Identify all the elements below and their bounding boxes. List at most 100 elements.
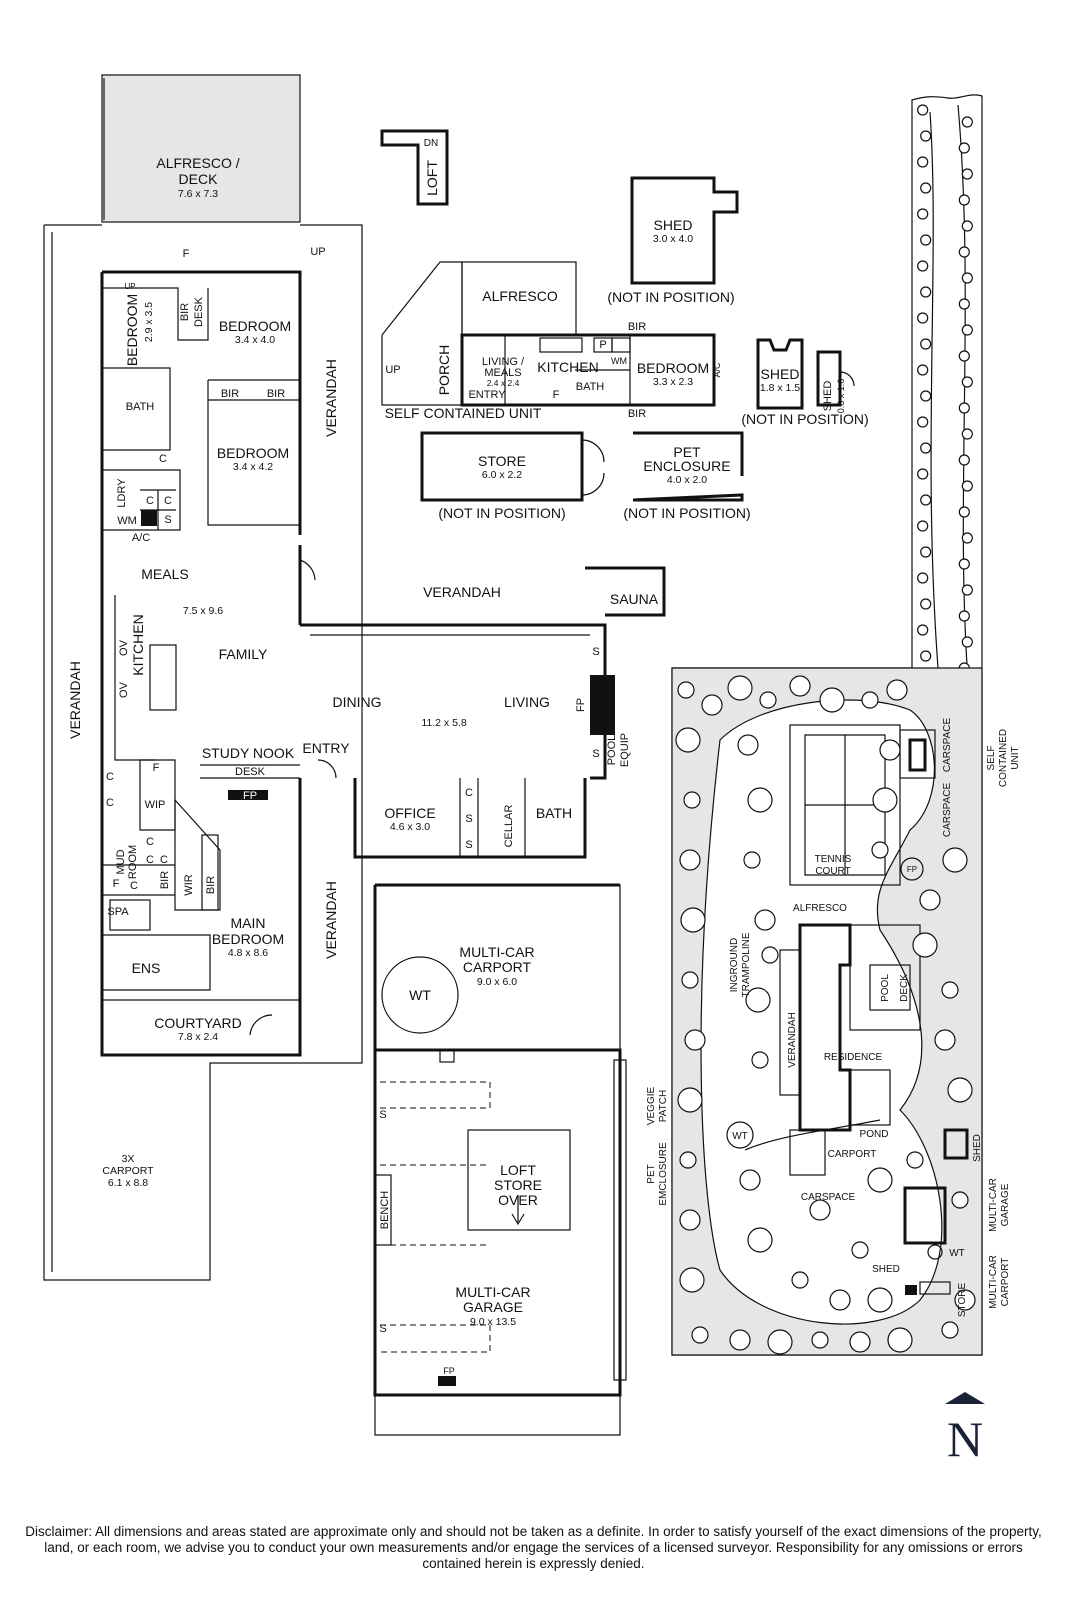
outbuildings bbox=[373, 129, 855, 1436]
tree-icon bbox=[759, 691, 777, 709]
north-label: N bbox=[946, 1411, 984, 1467]
site-carport-multi-label: MULTI-CAR bbox=[988, 1255, 999, 1309]
office-label: OFFICE bbox=[384, 805, 435, 821]
tree-icon bbox=[920, 598, 932, 610]
tree-icon bbox=[727, 675, 753, 701]
tree-icon bbox=[743, 851, 761, 869]
tree-icon bbox=[917, 624, 929, 636]
unit-living-label: LIVING / bbox=[482, 356, 525, 368]
veggie-patch-label-2: PATCH bbox=[658, 1090, 669, 1122]
tennis-court-label: TENNIS bbox=[815, 854, 852, 865]
verandah-label-south: VERANDAH bbox=[323, 881, 339, 959]
study-fireplace-label: FP bbox=[243, 790, 257, 802]
loft-label: LOFT bbox=[424, 160, 440, 196]
office-dim: 4.6 x 3.0 bbox=[390, 821, 430, 833]
fireplace-label: FP bbox=[575, 698, 587, 712]
site-garage-label-2: GARAGE bbox=[1000, 1183, 1011, 1226]
tree-icon bbox=[747, 1227, 773, 1253]
tree-icon bbox=[917, 416, 929, 428]
bir-label-1: BIR bbox=[179, 303, 191, 321]
study-desk-label: DESK bbox=[235, 766, 266, 778]
entry-label: ENTRY bbox=[302, 740, 350, 756]
unit-bir-label-2: BIR bbox=[628, 408, 646, 420]
shed-b-dim: 1.8 x 1.5 bbox=[760, 382, 800, 394]
tree-icon bbox=[961, 116, 973, 128]
bir-label-3: BIR bbox=[267, 388, 285, 400]
courtyard-dim: 7.8 x 2.4 bbox=[178, 1031, 218, 1043]
tree-icon bbox=[851, 1241, 869, 1259]
main-house-labels: ALFRESCO / DECK 7.6 x 7.3 UP F UP BEDROO… bbox=[67, 155, 659, 1189]
tree-icon bbox=[872, 787, 898, 813]
tree-icon bbox=[679, 849, 701, 871]
pool-label: POOL bbox=[880, 974, 891, 1002]
tree-icon bbox=[791, 1271, 809, 1289]
tennis-court bbox=[789, 724, 901, 886]
tree-icon bbox=[934, 1029, 956, 1051]
fridge-label-2: F bbox=[153, 762, 160, 774]
bath-label-2: BATH bbox=[536, 805, 572, 821]
tree-icon bbox=[920, 546, 932, 558]
garage-label: MULTI-CAR bbox=[455, 1284, 530, 1300]
tree-icon bbox=[920, 390, 932, 402]
carport-multi-dim: 9.0 x 6.0 bbox=[477, 976, 517, 988]
site-fireplace-label: FP bbox=[907, 865, 917, 874]
pet-enclosure-label: PET bbox=[673, 444, 701, 460]
shed-a-dim: 3.0 x 4.0 bbox=[653, 233, 693, 245]
tree-icon bbox=[677, 1087, 703, 1113]
pool-equip-label-2: EQUIP bbox=[619, 733, 631, 767]
site-store-label: STORE bbox=[957, 1283, 968, 1318]
main-house bbox=[43, 74, 666, 1281]
tree-icon bbox=[958, 246, 970, 258]
study-nook-label: STUDY NOOK bbox=[202, 745, 295, 761]
tree-icon bbox=[917, 156, 929, 168]
site-alfresco-label: ALFRESCO bbox=[793, 903, 847, 914]
courtyard-label: COURTYARD bbox=[154, 1015, 241, 1031]
carport-multi-label: MULTI-CAR bbox=[459, 944, 534, 960]
site-pet-enclosure-label-2: EMCLOSURE bbox=[658, 1142, 669, 1206]
tree-icon bbox=[961, 480, 973, 492]
unit-bedroom-label: BEDROOM bbox=[637, 360, 709, 376]
loft-store-label-3: OVER bbox=[498, 1192, 538, 1208]
tree-icon bbox=[917, 364, 929, 376]
loft-store-label-2: STORE bbox=[494, 1177, 542, 1193]
bir-label-4: BIR bbox=[159, 871, 171, 889]
sink-label-5: S bbox=[465, 839, 472, 851]
cupboard-label-3: C bbox=[164, 495, 172, 507]
site-plan-labels: CARSPACE SELF CONTAINED UNIT CARSPACE TE… bbox=[646, 718, 1021, 1318]
unit-living-dim: 2.4 x 2.4 bbox=[487, 378, 520, 388]
living-label: LIVING bbox=[504, 694, 550, 710]
driveway-trees bbox=[917, 104, 973, 674]
garage-fireplace-label: FP bbox=[443, 1366, 455, 1376]
site-unit-label: SELF bbox=[986, 745, 997, 770]
site-unit-label-3: UNIT bbox=[1010, 746, 1021, 769]
cupboard-label-7: C bbox=[146, 836, 154, 848]
tree-icon bbox=[679, 1151, 697, 1169]
carspace-label-3: CARSPACE bbox=[801, 1192, 856, 1203]
ensuite-label: ENS bbox=[132, 960, 161, 976]
main-bedroom-label: MAIN bbox=[231, 915, 266, 931]
sink-label-2: S bbox=[592, 646, 599, 658]
laundry-label: LDRY bbox=[116, 478, 128, 508]
garage-sink-label-1: S bbox=[379, 1109, 386, 1121]
tree-icon bbox=[917, 468, 929, 480]
shed-a-not-in-position: (NOT IN POSITION) bbox=[607, 289, 734, 305]
site-shed-label-2: SHED bbox=[872, 1264, 900, 1275]
tree-icon bbox=[737, 734, 759, 756]
pool-equip-label: POOL bbox=[606, 735, 618, 766]
carspace-label-2: CARSPACE bbox=[942, 783, 953, 838]
meals-family-dim: 7.5 x 9.6 bbox=[183, 605, 223, 617]
tree-icon bbox=[917, 208, 929, 220]
alfresco-unit-label: ALFRESCO bbox=[482, 288, 558, 304]
tree-icon bbox=[961, 584, 973, 596]
tree-icon bbox=[701, 694, 723, 716]
pet-enclosure-label-2: ENCLOSURE bbox=[643, 458, 730, 474]
verandah-label-north: VERANDAH bbox=[423, 584, 501, 600]
tree-icon bbox=[958, 350, 970, 362]
shed-b-outline bbox=[756, 338, 804, 410]
tree-icon bbox=[941, 1321, 959, 1339]
tree-icon bbox=[958, 610, 970, 622]
water-tank-circle bbox=[381, 956, 459, 1034]
cupboard-label-5: C bbox=[106, 771, 114, 783]
tree-icon bbox=[861, 691, 879, 709]
bedroom-b-dim: 3.4 x 4.0 bbox=[235, 334, 275, 346]
